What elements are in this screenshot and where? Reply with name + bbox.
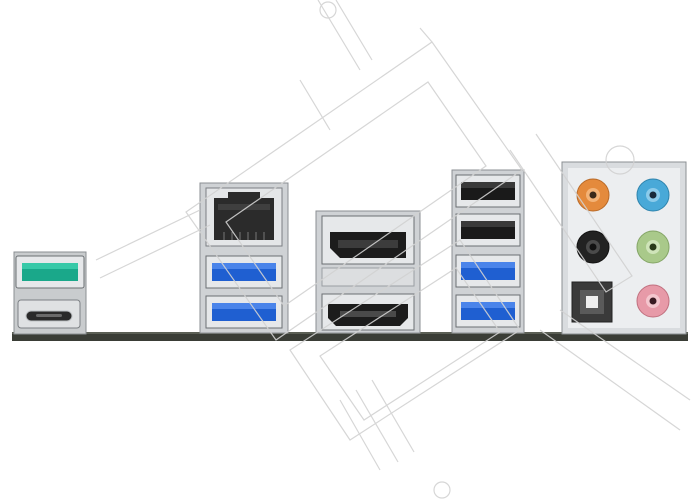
video-stack	[315, 210, 421, 334]
watermark-logo	[95, 0, 691, 499]
usb-stack-left	[13, 251, 87, 335]
optical-port-icon[interactable]	[571, 281, 613, 323]
audio-panel	[561, 161, 687, 335]
lan-usb-stack	[199, 182, 289, 334]
usb-quad-stack	[451, 169, 525, 334]
